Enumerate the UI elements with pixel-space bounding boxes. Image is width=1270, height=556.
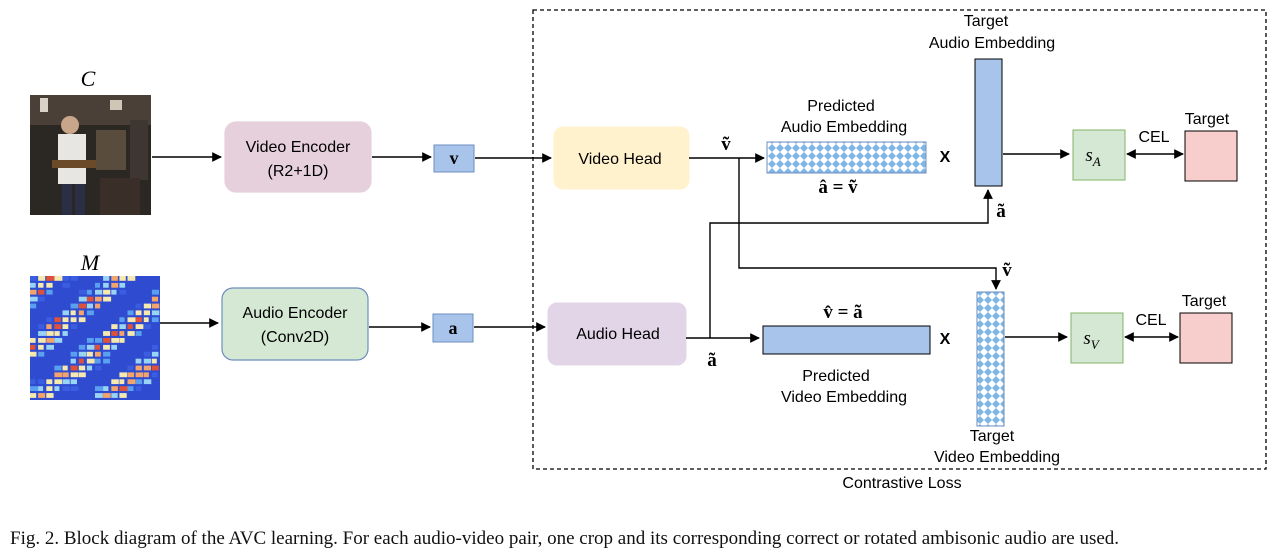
video-encoder-arch: (R2+1D) bbox=[268, 163, 329, 180]
target-bottom-label: Target bbox=[1182, 293, 1227, 310]
arrow-v-tilde-to-target-video bbox=[738, 158, 1001, 290]
predicted-video-embedding-bar bbox=[762, 325, 931, 355]
predicted-audio-line1: Predicted bbox=[807, 98, 875, 115]
target-video-line1: Target bbox=[970, 428, 1015, 445]
predicted-audio-embedding-bar bbox=[766, 141, 927, 174]
predicted-video-equation: v̂ = ã bbox=[823, 302, 863, 323]
score-a-symbol: sA bbox=[1085, 145, 1100, 169]
target-audio-embedding-bar bbox=[974, 58, 1003, 187]
audio-head-label: Audio Head bbox=[576, 326, 660, 343]
audio-input-label: M bbox=[80, 250, 101, 275]
cel-top-label: CEL bbox=[1138, 129, 1169, 146]
video-encoder-name: Video Encoder bbox=[246, 139, 351, 156]
audio-encoder-arch: (Conv2D) bbox=[261, 329, 329, 346]
video-head-label: Video Head bbox=[578, 151, 661, 168]
audio-encoder-block: Audio Encoder (Conv2D) bbox=[221, 287, 369, 361]
audio-head-box bbox=[547, 302, 687, 366]
predicted-audio-equation: â = ṽ bbox=[818, 177, 858, 198]
v-tilde-label: ṽ bbox=[721, 134, 731, 155]
multiply-top: X bbox=[940, 149, 951, 166]
audio-embedding-symbol: a bbox=[449, 318, 458, 338]
cel-bottom-label: CEL bbox=[1135, 312, 1166, 329]
video-input-label: C bbox=[81, 66, 96, 91]
spectrogram-image bbox=[30, 276, 160, 400]
score-v-symbol: sV bbox=[1083, 328, 1100, 352]
predicted-video-line2: Video Embedding bbox=[781, 389, 907, 406]
v-tilde-target-label: ṽ bbox=[1002, 260, 1012, 281]
audio-encoder-name: Audio Encoder bbox=[243, 305, 349, 322]
target-top-label: Target bbox=[1185, 111, 1230, 128]
predicted-audio-line2: Audio Embedding bbox=[781, 119, 907, 136]
video-embedding-box bbox=[433, 144, 475, 173]
video-frame-image bbox=[30, 95, 151, 215]
target-top-box bbox=[1184, 130, 1238, 182]
multiply-bottom: X bbox=[940, 331, 951, 348]
a-tilde-target-label: ã bbox=[996, 201, 1006, 222]
contrastive-loss-label: Contrastive Loss bbox=[842, 475, 961, 492]
score-v-box bbox=[1070, 312, 1124, 364]
a-tilde-label: ã bbox=[707, 350, 717, 371]
audio-embedding-box bbox=[432, 313, 474, 343]
target-bottom-box bbox=[1179, 312, 1233, 364]
video-embedding-symbol: v bbox=[450, 148, 459, 168]
video-encoder-block: Video Encoder (R2+1D) bbox=[224, 121, 372, 193]
video-encoder-box bbox=[224, 121, 372, 193]
contrastive-loss-region bbox=[532, 9, 1267, 470]
score-a-box bbox=[1072, 129, 1126, 181]
target-audio-line2: Audio Embedding bbox=[929, 35, 1055, 52]
audio-encoder-box bbox=[221, 287, 369, 361]
target-video-line2: Video Embedding bbox=[934, 449, 1060, 466]
arrow-a-tilde-to-target-audio bbox=[709, 189, 993, 338]
target-video-embedding-bar bbox=[976, 291, 1005, 427]
figure-caption: Fig. 2. Block diagram of the AVC learnin… bbox=[10, 528, 1120, 549]
target-audio-line1: Target bbox=[964, 13, 1009, 30]
predicted-video-line1: Predicted bbox=[802, 368, 870, 385]
